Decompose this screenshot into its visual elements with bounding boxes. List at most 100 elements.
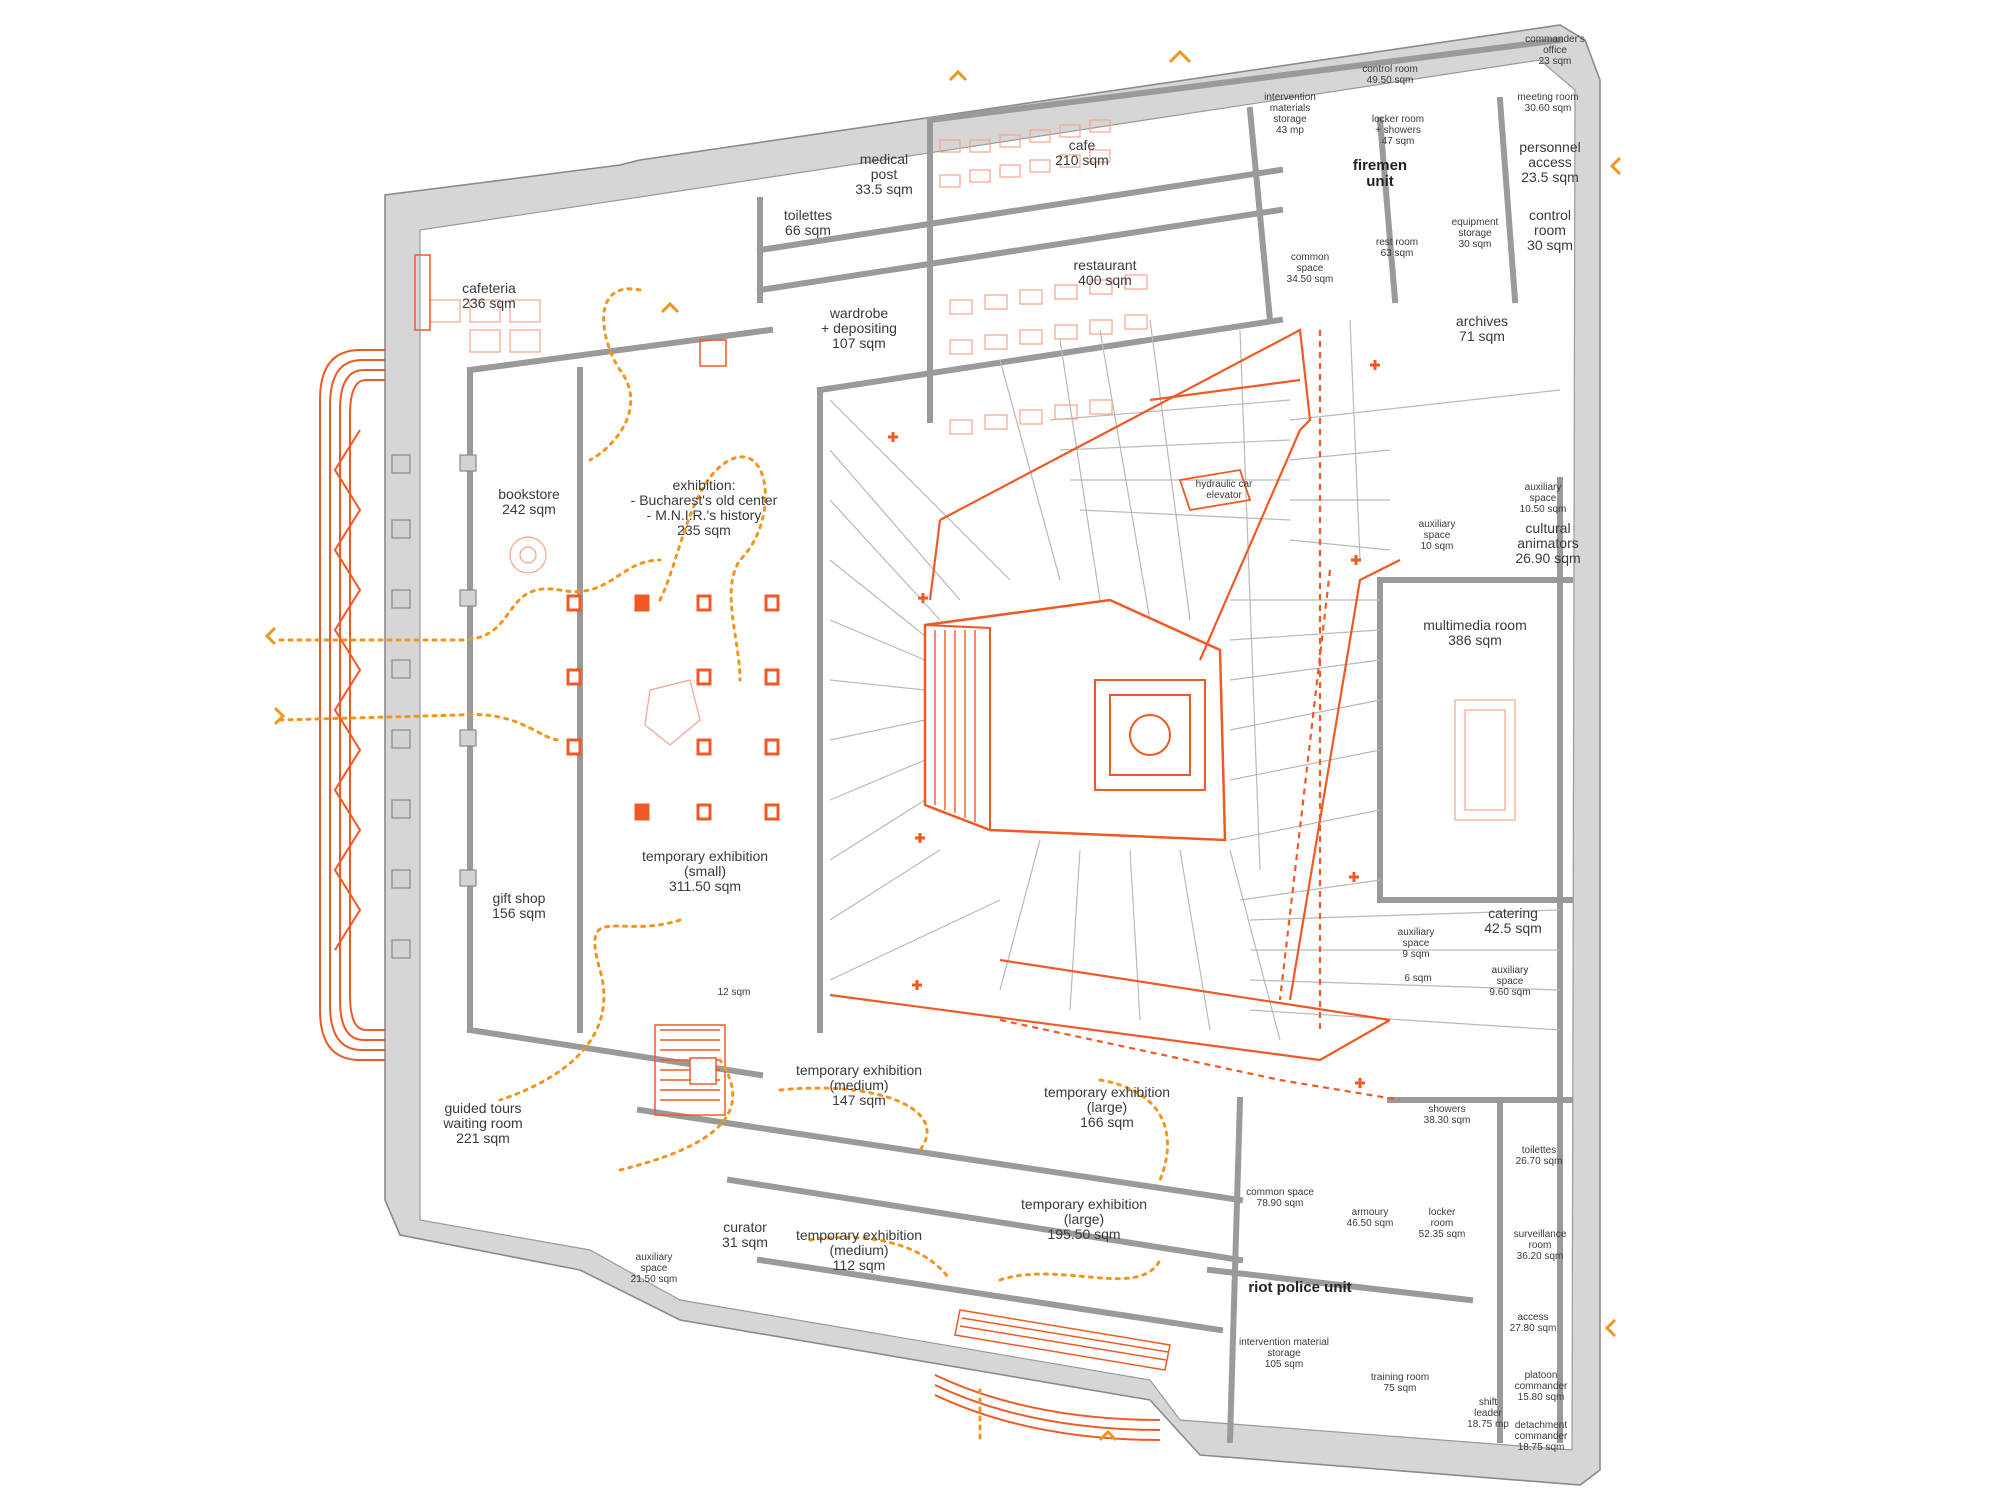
temporary-exhibition-large-2-line: temporary exhibition — [1021, 1196, 1147, 1212]
armoury-line: armoury — [1352, 1207, 1389, 1218]
column-grid — [391, 454, 477, 959]
equipment-storage-line: 30 sqm — [1459, 239, 1492, 250]
furniture — [429, 119, 1516, 821]
cultural-animators-line: cultural — [1525, 520, 1570, 536]
exhibition-line: - M.N.I.R.'s history — [647, 507, 762, 523]
common-space-top-line: space — [1297, 263, 1324, 274]
temporary-exhibition-medium-1-line: 147 sqm — [832, 1092, 886, 1108]
common-space-bottom-line: 78.90 sqm — [1257, 1198, 1304, 1209]
exhibition-columns — [566, 594, 780, 821]
six-sqm-line: 6 sqm — [1404, 973, 1431, 984]
commanders-office-line: commander's — [1525, 34, 1585, 45]
armoury-line: 46.50 sqm — [1347, 1218, 1394, 1229]
auxiliary-space-4-line: 9.60 sqm — [1489, 987, 1530, 998]
survey-crosses — [888, 360, 1380, 1088]
twelve-sqm-label: 12 sqm — [718, 987, 751, 998]
cultural-animators-line: 26.90 sqm — [1515, 550, 1580, 566]
hydraulic-car-elevator-line: hydraulic car — [1196, 479, 1253, 490]
temporary-exhibition-medium-2-line: 112 sqm — [833, 1257, 886, 1273]
surveillance-room-line: room — [1529, 1240, 1552, 1251]
intervention-material-storage-line: storage — [1267, 1348, 1301, 1359]
intervention-materials-storage-line: 43 mp — [1276, 125, 1304, 136]
cafe-line: 210 sqm — [1055, 152, 1109, 168]
temporary-exhibition-large-2-label: temporary exhibition(large)195.50 sqm — [1021, 1196, 1147, 1242]
rest-room-line: 63 sqm — [1381, 248, 1414, 259]
intervention-materials-storage-line: storage — [1273, 114, 1307, 125]
cafeteria-line: 236 sqm — [462, 295, 516, 311]
showers-line: 38.30 sqm — [1424, 1115, 1471, 1126]
platoon-commander-line: platoon — [1525, 1370, 1558, 1381]
temporary-exhibition-small-line: temporary exhibition — [642, 848, 768, 864]
stairs — [414, 254, 1171, 1441]
temporary-exhibition-small-line: (small) — [684, 863, 726, 879]
auxiliary-space-3-line: auxiliary — [1398, 927, 1435, 938]
commanders-office-line: office — [1543, 45, 1567, 56]
archives-line: 71 sqm — [1459, 328, 1505, 344]
exhibition-line: 235 sqm — [677, 522, 731, 538]
medical-post-line: 33.5 sqm — [855, 181, 913, 197]
exhibition-label: exhibition:- Bucharest's old center- M.N… — [631, 477, 778, 538]
temporary-exhibition-large-1-line: temporary exhibition — [1044, 1084, 1170, 1100]
equipment-storage-line: storage — [1458, 228, 1492, 239]
locker-room-showers-line: locker room — [1372, 114, 1424, 125]
access-line: 27.80 sqm — [1510, 1323, 1557, 1334]
shift-leader-line: shift — [1479, 1397, 1498, 1408]
auxiliary-space-5-line: 21.50 sqm — [631, 1274, 678, 1285]
detachment-commander-line: commander — [1515, 1431, 1568, 1442]
west-ramp — [319, 349, 385, 1061]
guided-tours-line: 221 sqm — [456, 1130, 510, 1146]
auxiliary-space-3-line: 9 sqm — [1402, 949, 1429, 960]
training-room-line: training room — [1371, 1372, 1429, 1383]
multimedia-room-line: multimedia room — [1423, 617, 1526, 633]
control-room-right-line: 30 sqm — [1527, 237, 1573, 253]
curator-line: curator — [723, 1219, 767, 1235]
guided-tours-line: waiting room — [442, 1115, 522, 1131]
medical-post-line: medical — [860, 151, 908, 167]
access-line: access — [1517, 1312, 1548, 1323]
control-room-top-line: control room — [1362, 64, 1418, 75]
auxiliary-space-2-line: 10 sqm — [1421, 541, 1454, 552]
common-space-top-line: 34.50 sqm — [1287, 274, 1334, 285]
auxiliary-space-1-line: 10.50 sqm — [1520, 504, 1567, 515]
firemen-unit-line: unit — [1366, 173, 1394, 190]
circulation-path — [278, 287, 1169, 1442]
training-room-line: 75 sqm — [1384, 1383, 1417, 1394]
restaurant-line: restaurant — [1073, 257, 1136, 273]
auxiliary-space-4-line: auxiliary — [1492, 965, 1529, 976]
guided-tours-line: guided tours — [444, 1100, 521, 1116]
cafeteria-line: cafeteria — [462, 280, 516, 296]
meeting-room-line: meeting room — [1517, 92, 1578, 103]
rest-room-line: rest room — [1376, 237, 1418, 248]
auxiliary-space-5-line: space — [641, 1263, 668, 1274]
temporary-exhibition-medium-1-label: temporary exhibition(medium)147 sqm — [796, 1062, 922, 1108]
shift-leader-line: leader — [1474, 1408, 1502, 1419]
gift-shop-line: 156 sqm — [492, 905, 546, 921]
equipment-storage-line: equipment — [1452, 217, 1499, 228]
temporary-exhibition-medium-2-line: (medium) — [829, 1242, 888, 1258]
medical-post-line: post — [871, 166, 898, 182]
